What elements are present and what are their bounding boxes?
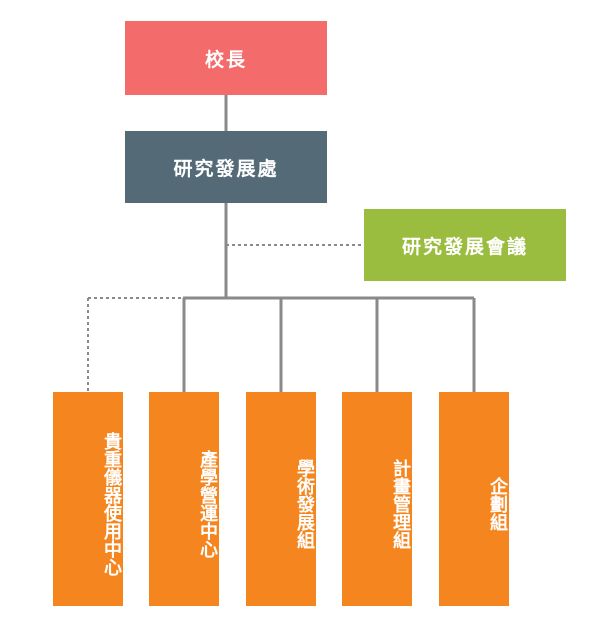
node-unit-planning-section-label: 企劃組 (487, 477, 508, 531)
node-unit-instrument-center-label: 貴重儀器使用中心 (101, 432, 122, 576)
node-unit-academic-section-label: 學術發展組 (294, 459, 315, 549)
node-unit-industry-center-label: 產學營運中心 (197, 450, 218, 558)
node-rd-council: 研究發展會議 (364, 209, 566, 281)
node-unit-academic-section: 學術發展組 (246, 392, 316, 606)
node-principal: 校長 (125, 21, 327, 95)
node-unit-instrument-center: 貴重儀器使用中心 (53, 392, 123, 606)
node-rd-office: 研究發展處 (125, 131, 327, 203)
node-unit-project-section-label: 計畫管理組 (390, 459, 411, 549)
node-rd-council-label: 研究發展會議 (401, 235, 528, 258)
node-unit-planning-section: 企劃組 (439, 392, 509, 606)
node-principal-label: 校長 (204, 48, 247, 71)
node-unit-project-section: 計畫管理組 (342, 392, 412, 606)
node-rd-office-label: 研究發展處 (173, 157, 279, 180)
node-unit-industry-center: 產學營運中心 (149, 392, 219, 606)
